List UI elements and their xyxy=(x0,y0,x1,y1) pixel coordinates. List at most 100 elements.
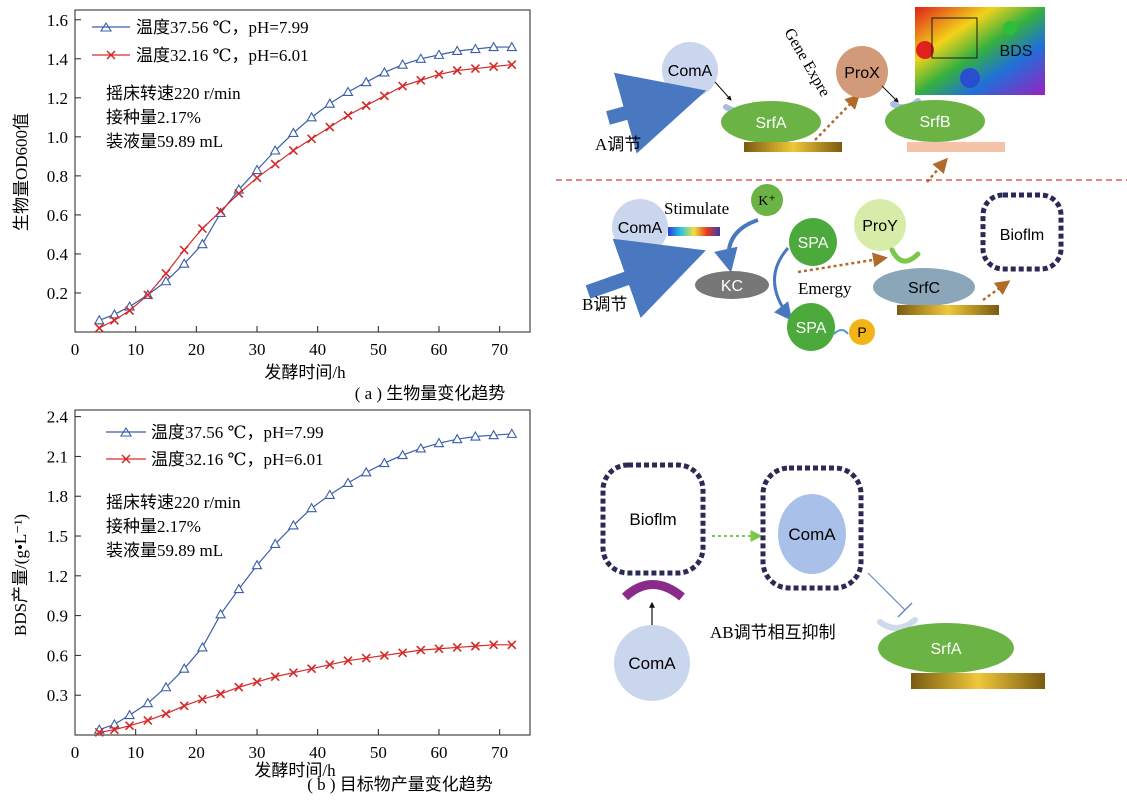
srfc-receptor-hook xyxy=(889,247,921,264)
srfa-receptor-hook-bottom xyxy=(877,617,918,631)
chart-b-ylabel: BDS产量/(g•L⁻¹) xyxy=(11,514,30,636)
spa-to-proy-dotted-arrow xyxy=(797,252,888,274)
legend-b-triangle-marker xyxy=(120,426,132,437)
triangle-data-point xyxy=(142,697,154,708)
x-data-point xyxy=(125,721,135,731)
x-tick-label: 20 xyxy=(188,340,205,359)
triangle-data-point xyxy=(488,41,500,52)
x-data-point xyxy=(109,725,119,735)
srfa-label-bottom: SrfA xyxy=(930,641,961,658)
x-data-point xyxy=(507,60,517,70)
triangle-data-point xyxy=(469,43,481,54)
ab-regulation-label: AB调节相互抑制 xyxy=(710,623,836,642)
srfa-gene-bar xyxy=(744,142,842,152)
series-line-2 xyxy=(98,64,512,329)
triangle-data-point xyxy=(415,53,427,63)
triangle-data-point xyxy=(451,433,463,444)
y-tick-label: 1.4 xyxy=(47,50,69,69)
x-data-point xyxy=(489,640,499,650)
x-data-point xyxy=(197,694,207,704)
x-data-point xyxy=(179,245,189,255)
triangle-data-point xyxy=(93,314,105,325)
x-data-point xyxy=(489,62,499,72)
chart-b-xlabel: 发酵时间/h xyxy=(254,761,336,780)
x-tick-label: 20 xyxy=(188,743,205,762)
triangle-data-point xyxy=(506,41,518,52)
chart-b-frame xyxy=(74,409,531,736)
triangle-data-point xyxy=(360,466,372,477)
srfb-gene-bar xyxy=(907,142,1005,152)
x-tick-label: 40 xyxy=(309,340,326,359)
x-data-point xyxy=(94,727,104,737)
chart-a-annotation: 摇床转速220 r/min 接种量2.17% 装液量59.89 mL xyxy=(106,84,241,151)
srfa-oval-top xyxy=(721,101,821,143)
y-tick-label: 1.8 xyxy=(47,487,68,506)
x-data-point xyxy=(252,677,262,687)
bds-inner-frame xyxy=(931,17,978,59)
srfb-upward-dotted-arrow xyxy=(926,157,948,183)
chart-a-xlabel: 发酵时间/h xyxy=(264,363,346,382)
x-tick-label: 70 xyxy=(491,743,508,762)
x-data-point xyxy=(125,305,135,316)
emergy-label: Emergy xyxy=(798,279,852,298)
coma-circle-lower xyxy=(614,625,690,701)
y-tick-label: 0.8 xyxy=(47,167,68,186)
inhibition-line xyxy=(867,572,906,611)
x-data-point xyxy=(143,290,153,300)
triangle-data-point xyxy=(287,127,299,137)
x-tick-label: 30 xyxy=(249,340,266,359)
x-data-point xyxy=(470,63,480,74)
bioflm-box-top xyxy=(980,192,1064,272)
x-data-point xyxy=(343,656,353,666)
stimulate-label: Stimulate xyxy=(664,199,729,218)
x-data-point xyxy=(507,640,517,650)
bioflm-box-bottom xyxy=(600,462,706,576)
bds-dot-blue xyxy=(960,68,980,88)
prox-label: ProX xyxy=(844,65,880,82)
triangle-data-point xyxy=(324,489,336,499)
triangle-data-point xyxy=(324,98,336,108)
bds-gradient-panel xyxy=(915,7,1045,95)
x-data-point xyxy=(94,323,104,333)
y-tick-label: 0.6 xyxy=(47,206,68,225)
triangle-data-point xyxy=(269,538,281,549)
x-data-point xyxy=(179,701,189,711)
x-tick-label: 0 xyxy=(71,743,80,762)
x-data-point xyxy=(161,268,171,279)
x-tick-label: 60 xyxy=(431,340,448,359)
chart-b-annotation: 摇床转速220 r/min 接种量2.17% 装液量59.89 mL xyxy=(106,493,241,560)
triangle-data-point xyxy=(108,718,120,729)
triangle-data-point xyxy=(196,238,208,249)
diagram-top: ComA SrfA A调节 Gene Expre ProX SrfB BDS C xyxy=(556,7,1127,351)
x-tick-label: 40 xyxy=(309,743,326,762)
rainbow-gene-bar xyxy=(668,227,720,236)
chart-b-series xyxy=(93,428,518,737)
y-tick-label: 1.6 xyxy=(47,11,68,30)
triangle-data-point xyxy=(108,308,120,319)
triangle-data-point xyxy=(397,59,409,69)
x-tick-label: 10 xyxy=(127,340,144,359)
prox-circle xyxy=(836,46,888,98)
spa-label-1: SPA xyxy=(798,235,829,252)
triangle-data-point xyxy=(215,608,227,619)
bioflm-label-top: Bioflm xyxy=(1000,227,1044,244)
triangle-data-point xyxy=(488,429,500,440)
triangle-data-point xyxy=(287,519,299,530)
triangle-data-point xyxy=(506,428,518,438)
coma-label-b: ComA xyxy=(618,220,663,237)
bds-image: BDS xyxy=(915,7,1045,95)
x-tick-label: 50 xyxy=(370,340,387,359)
prox-to-srfb-arrow xyxy=(881,85,899,103)
x-data-point xyxy=(416,75,426,85)
x-data-point xyxy=(234,188,244,199)
x-tick-label: 10 xyxy=(127,743,144,762)
phosphate-circle xyxy=(849,319,875,345)
x-data-point xyxy=(216,689,226,699)
legend-b-series-1: 温度37.56 ℃，pH=7.99 xyxy=(151,423,324,442)
triangle-data-point xyxy=(378,66,390,77)
x-data-point xyxy=(143,715,153,725)
series-line-2 xyxy=(99,644,512,733)
x-data-point xyxy=(325,660,335,670)
